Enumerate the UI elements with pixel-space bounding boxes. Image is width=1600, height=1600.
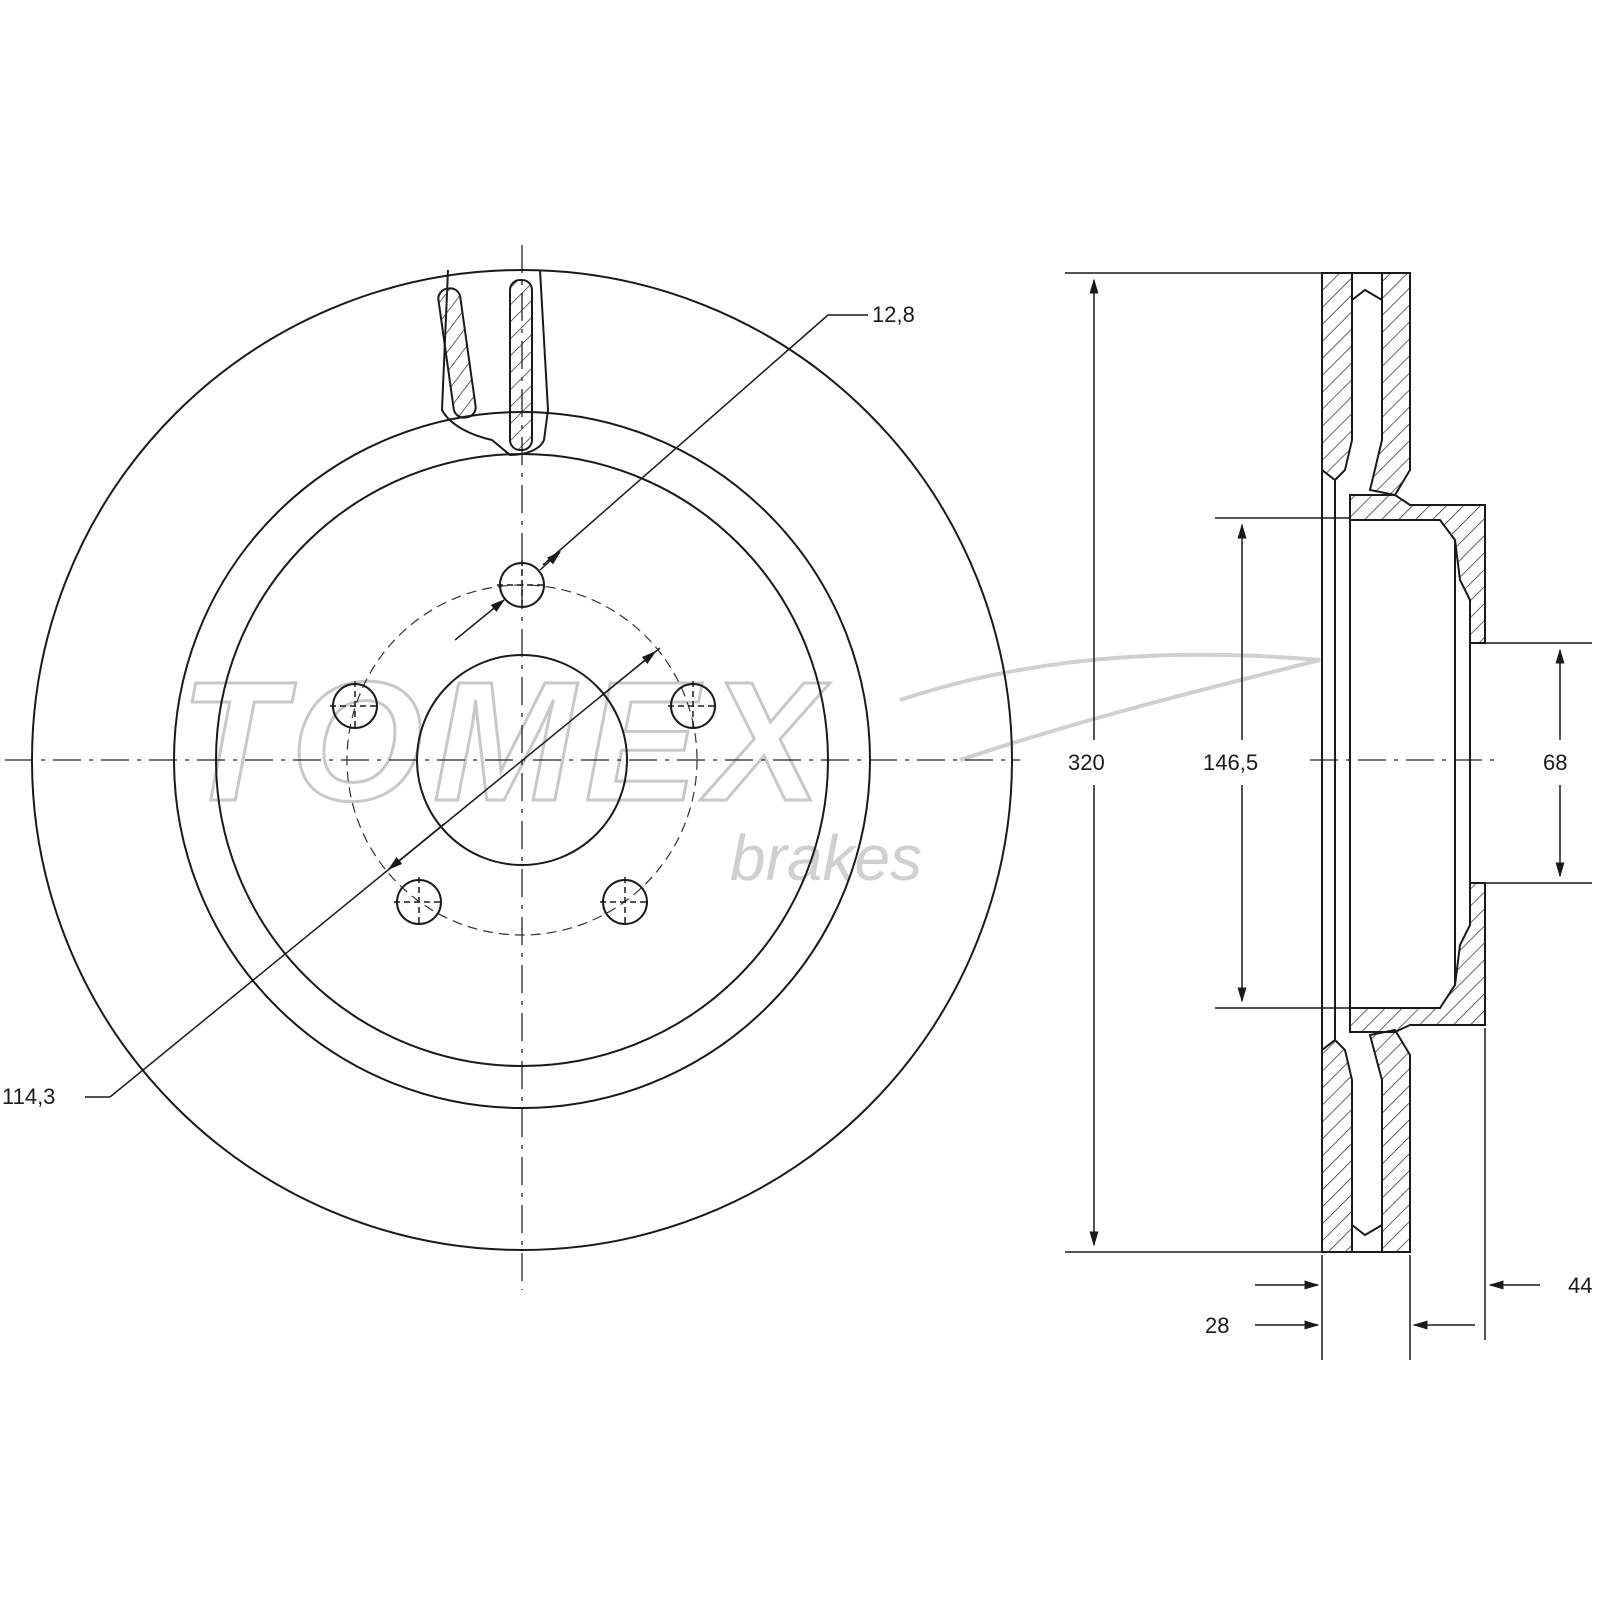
outer-disc-edge [31, 269, 1013, 1251]
vent-section-cutout [437, 269, 550, 457]
dim-hub-label: 146,5 [1203, 750, 1258, 775]
dim-bolt-hole-label: 12,8 [872, 302, 915, 327]
watermark-brand: TOMEX [180, 647, 831, 837]
bolt-holes [330, 560, 718, 927]
vent-cutout-outline [440, 269, 550, 457]
disc-section [1321, 272, 1486, 1253]
vent-gap-bottom-curve [1351, 1224, 1383, 1237]
vent-rib-right [509, 279, 533, 451]
watermark: TOMEX brakes [179, 646, 1321, 894]
center-bore [416, 654, 628, 866]
dim-od-label: 320 [1068, 750, 1105, 775]
hat-flange-top [1349, 494, 1486, 644]
vent-gap-edges [1352, 272, 1382, 1253]
friction-plate-left-top [1321, 272, 1353, 482]
dim-bolt-hole-leader [542, 314, 829, 566]
dim-bore-label: 68 [1543, 750, 1567, 775]
dim-height-label: 44 [1568, 1273, 1592, 1298]
watermark-sub: brakes [730, 822, 922, 894]
dim-pcd-label: 114,3 [2, 1084, 55, 1109]
vent-gap-top-curve [1351, 288, 1383, 301]
dim-bolt-hole-arrow-b [454, 599, 506, 641]
front-view: 12,8 114,3 [2, 245, 1020, 1290]
dim-bolt-hole-arrow-a [539, 550, 562, 571]
watermark-swoosh [899, 652, 1321, 762]
friction-plate-right-bottom [1368, 1028, 1411, 1253]
dim-pcd-arrow-b [387, 823, 445, 870]
vent-rib-left [437, 287, 477, 419]
dim-pcd-leader [109, 647, 661, 1098]
bolt-hole-cross-marks [330, 560, 718, 927]
side-section-view: 320 146,5 68 [1065, 272, 1592, 1360]
dim-thickness-label: 28 [1205, 1313, 1229, 1338]
friction-plate-left-bottom [1321, 1038, 1353, 1253]
friction-plate-right-top [1368, 272, 1411, 497]
hat-flange-bottom [1349, 882, 1486, 1033]
dim-pcd-arrow-a [599, 651, 657, 698]
